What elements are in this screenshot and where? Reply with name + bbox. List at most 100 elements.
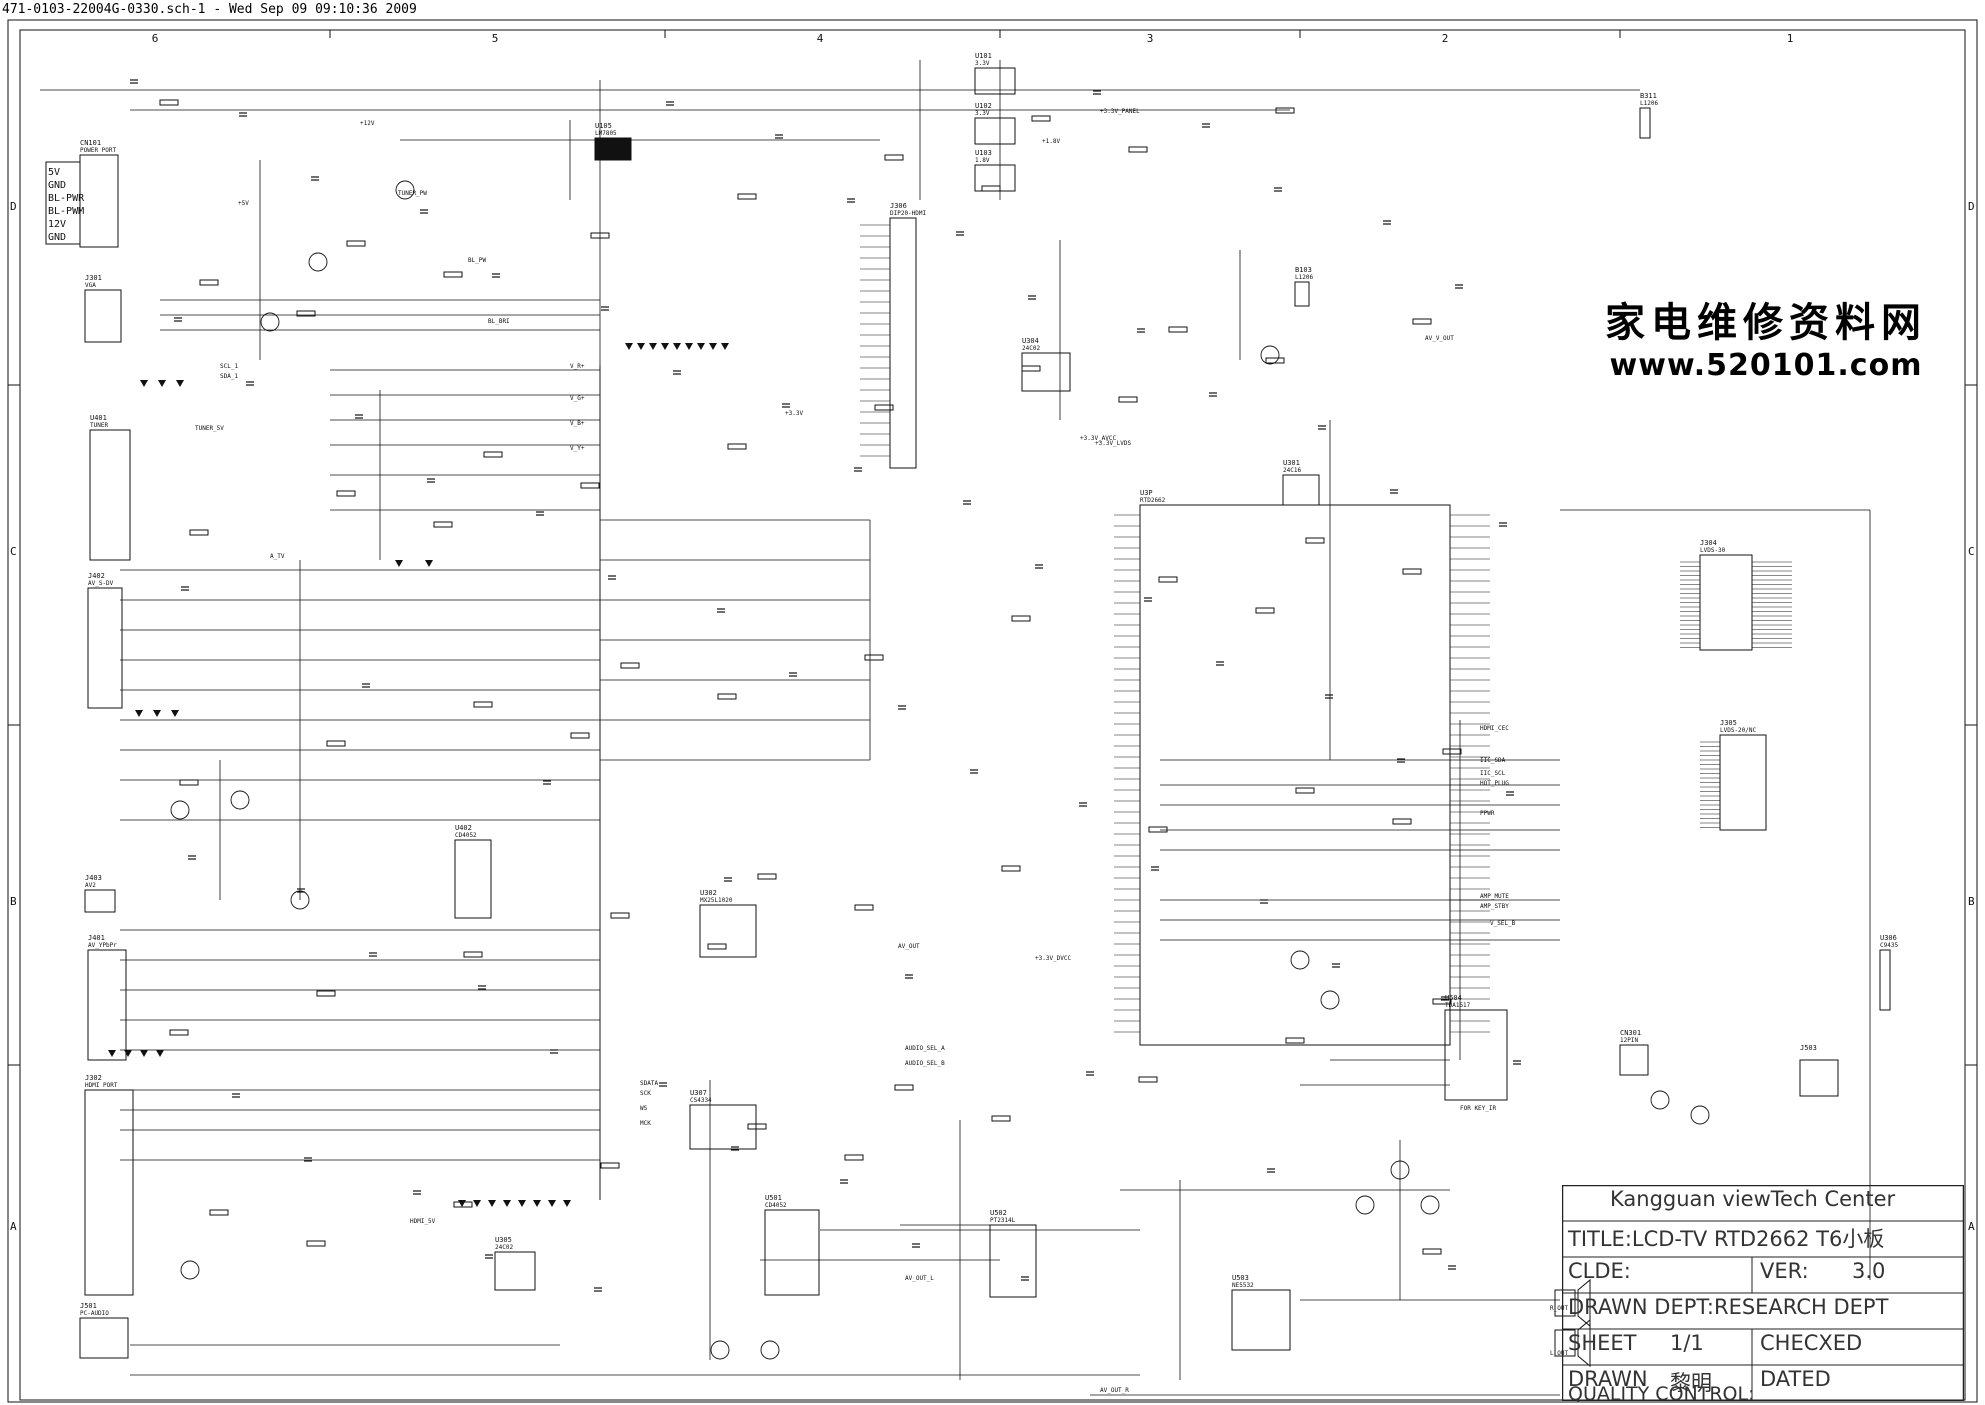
- power-port-pin: 12V: [48, 219, 66, 230]
- component-value: 24C16: [1283, 467, 1301, 474]
- resistor: [580, 482, 600, 489]
- zone-row-label: A: [1968, 1220, 1975, 1233]
- component-block: [84, 1089, 134, 1296]
- signal-net-label: V_G+: [570, 395, 585, 402]
- component-value: CD4052: [765, 1202, 787, 1209]
- signal-net-label: IIC_SDA: [1480, 757, 1506, 764]
- component-ref: U402: [455, 824, 472, 832]
- signal-net-label: V_R+: [570, 363, 585, 370]
- zone-row-label: D: [1968, 200, 1975, 213]
- power-net-label: +3.3V_AVCC: [1080, 435, 1117, 442]
- resistor: [864, 654, 884, 661]
- diode: [503, 1200, 511, 1207]
- component-ref: U306: [1880, 934, 1897, 942]
- resistor: [443, 271, 463, 278]
- signal-net-label: BL_PW: [468, 257, 486, 264]
- transistor: [290, 890, 310, 910]
- signal-net-label: SCK: [640, 1090, 651, 1097]
- zone-row-label: C: [1968, 545, 1975, 558]
- component-block: [764, 1209, 820, 1296]
- component-block: [1699, 554, 1753, 651]
- resistor: [874, 404, 894, 411]
- diode: [697, 343, 705, 350]
- transistor: [1355, 1195, 1375, 1215]
- resistor: [1138, 1076, 1158, 1083]
- component-ref: U101: [975, 52, 992, 60]
- resistor: [1118, 396, 1138, 403]
- component-value: VGA: [85, 282, 96, 289]
- diode: [425, 560, 433, 567]
- power-net-label: TUNER_5V: [195, 425, 224, 432]
- power-port-pin: BL-PWM: [48, 206, 84, 217]
- drawing-title: TITLE:LCD-TV RTD2662 T6小板: [1568, 1227, 1885, 1251]
- resistor: [884, 154, 904, 161]
- transistor: [170, 800, 190, 820]
- transistor: [760, 1340, 780, 1360]
- watermark: 家电维修资料网 www.520101.com: [1605, 290, 1927, 383]
- resistor: [1402, 568, 1422, 575]
- component-block: [1139, 504, 1451, 1046]
- transistor: [260, 312, 280, 332]
- resistor: [590, 232, 610, 239]
- diode: [518, 1200, 526, 1207]
- component-value: 3.3V: [975, 60, 990, 67]
- component-ref: J401: [88, 934, 105, 942]
- component-ref: U301: [1283, 459, 1300, 467]
- diode: [153, 710, 161, 717]
- resistor: [316, 990, 336, 997]
- resistor: [209, 1209, 229, 1216]
- component-ref: B311: [1640, 92, 1657, 100]
- signal-net-label: A_TV: [270, 553, 285, 560]
- title-block: Kangguan viewTech Center TITLE:LCD-TV RT…: [1562, 1185, 1964, 1401]
- component-block: [1799, 1059, 1839, 1097]
- component-ref: U305: [495, 1236, 512, 1244]
- component-block: [87, 587, 123, 709]
- component-ref: J503: [1800, 1044, 1817, 1052]
- component-value: NE5532: [1232, 1282, 1254, 1289]
- power-net-label: +3.3V_DVCC: [1035, 955, 1072, 962]
- signal-net-label: WS: [640, 1105, 648, 1112]
- version-value: 3.0: [1852, 1259, 1886, 1283]
- resistor: [981, 185, 1001, 192]
- drawn-value: 黎明: [1670, 1371, 1712, 1395]
- resistor: [854, 904, 874, 911]
- diode: [548, 1200, 556, 1207]
- component-value: 12PIN: [1620, 1037, 1638, 1044]
- component-block: [1639, 107, 1651, 139]
- component-block: [974, 117, 1016, 145]
- component-ref: J305: [1720, 719, 1737, 727]
- resistor: [1422, 1248, 1442, 1255]
- resistor: [336, 490, 356, 497]
- component-ref: J301: [85, 274, 102, 282]
- diode: [685, 343, 693, 350]
- title-block-grid: [1562, 1185, 1964, 1401]
- sheet-label: SHEET: [1568, 1331, 1637, 1355]
- resistor: [707, 943, 727, 950]
- transistor: [308, 252, 328, 272]
- signal-net-label: L_OUT: [1550, 1350, 1568, 1357]
- component-value: LVDS-30: [1700, 547, 1726, 554]
- diode: [488, 1200, 496, 1207]
- component-ref: U105: [595, 122, 612, 130]
- power-net-label: +5V: [238, 200, 249, 207]
- signal-net-label: TUNER_PW: [398, 190, 427, 197]
- signal-net-label: HDMI_5V: [410, 1218, 436, 1225]
- component-value: CD4052: [455, 832, 477, 839]
- quality-control: QUALITY CONTROL:: [1568, 1383, 1755, 1405]
- resistor: [610, 912, 630, 919]
- component-value: L1206: [1640, 100, 1658, 107]
- diode: [171, 710, 179, 717]
- component-ref: U307: [690, 1089, 707, 1097]
- resistor: [894, 1084, 914, 1091]
- component-value: L1206: [1295, 274, 1313, 281]
- diode: [124, 1050, 132, 1057]
- resistor: [169, 1029, 189, 1036]
- resistor: [1305, 537, 1325, 544]
- signal-net-label: AMP_STBY: [1480, 903, 1509, 910]
- component-value: AV2: [85, 882, 96, 889]
- signal-net-label: BL_BRI: [488, 318, 510, 325]
- transistor: [1390, 1160, 1410, 1180]
- signal-net-label: V_SEL_B: [1490, 920, 1516, 927]
- diode: [156, 1050, 164, 1057]
